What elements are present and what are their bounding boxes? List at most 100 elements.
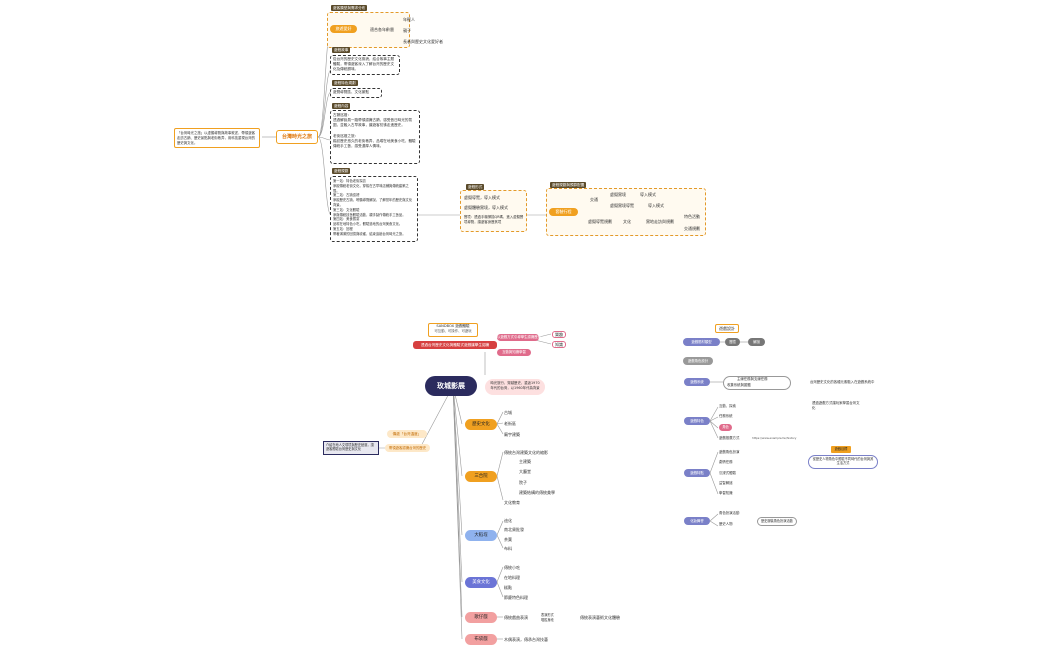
budget-b: 虛擬實境導覽 [610, 203, 634, 208]
branch-leaf: 節慶特色料理 [504, 595, 528, 600]
group-node[interactable]: 遊戲特色 [684, 417, 710, 425]
branch-leaf: 傳統戲曲表演 [504, 615, 528, 620]
audience-main-pill[interactable]: 旅遊愛好 [330, 25, 357, 33]
right-row-pill[interactable]: 遊戲題材類型 [683, 338, 720, 346]
group-box [723, 376, 791, 390]
branch-leaf: 布料 [504, 546, 512, 551]
right-header: 遊戲設計 [715, 324, 739, 333]
branch-leaf: 文化教育 [504, 500, 520, 505]
group-note: 台灣歷史文化的各種元素融入在遊戲系統中 [810, 380, 875, 384]
group-note: 歷史服裝角色扮演活動 [757, 517, 797, 526]
right-pill[interactable]: 互動與知識學習 [497, 349, 531, 356]
budget-c: 實地走訪與規劃 [646, 219, 674, 224]
branch-leaf: 建築結構的傳統美學 [519, 490, 555, 495]
audience-mid: 適合各年齡層 [370, 27, 394, 32]
budget-tail: 交通規劃 [684, 226, 700, 231]
budget-tag: 遊程規劃與預算配置 [550, 182, 587, 188]
center-note: 時光旅行，穿越歷史，重返1970年代的台灣，以1960年代為背景 [485, 379, 545, 395]
branch-leaf: 古城 [504, 410, 512, 415]
right-row-pill[interactable]: 解謎 [748, 338, 765, 346]
opera-note: 傳統表演藝術文化體驗 [580, 615, 620, 620]
branch-leaf: 在地料理 [504, 575, 520, 580]
opera-sub: 表演形式 [541, 613, 554, 617]
budget-a: 虛擬導覽規劃 [588, 219, 612, 224]
right-row-pill[interactable]: 冒險 [725, 338, 740, 346]
red-bar[interactable]: 透過台灣歷史文化與體驗式遊戲讓學生認識 [413, 341, 497, 349]
audience-leaf: 年輕人 [403, 17, 415, 22]
section-tag: 遊程故事 [332, 47, 351, 53]
format-item: 虛擬體驗實境，導入模式 [464, 205, 508, 210]
section-tag: 遊程特色規劃 [332, 80, 358, 86]
group-note: 透過遊戲方式讓玩家學習台灣文化 [812, 401, 860, 410]
group-item: 互動、探索 [719, 404, 736, 408]
branch-leaf: 傳統台灣建築文化的縮影 [504, 450, 548, 455]
right-pill[interactable]: 以遊戲方式引導學生認識歷史 [497, 334, 542, 341]
branch-leaf: 南北貨批發 [504, 527, 524, 532]
branch-node[interactable]: 大稻埕 [465, 530, 497, 541]
left-pill[interactable]: 傳遞「台灣溫度」 [387, 430, 427, 438]
group-item: 角色扮演活動 [719, 511, 740, 515]
section-tag: 遊程內容 [332, 103, 351, 109]
branch-leaf: 木偶表演，傳承台灣技藝 [504, 637, 548, 642]
right-sub-pill[interactable]: 遊戲角色設計 [683, 357, 713, 365]
content-box: 古蹟巡禮： 透過解說員一路帶領認識古蹟，感受昔日時光的氛圍，並融入古早故事，讓遊… [330, 110, 420, 164]
opera-sub: 唱腔身段 [541, 618, 554, 622]
branch-node[interactable]: 歌仔戲 [465, 612, 497, 623]
left-note: 介紹在地人文環境與歷史變遷，讓遊客體驗台灣歷史與文化 [323, 441, 379, 455]
section-tag: 遊程規劃 [332, 168, 351, 174]
group-badge: 遊戲目標 [831, 446, 851, 453]
root-node[interactable]: 台灣時光之旅 [276, 130, 318, 144]
right-pill-leaf: 樂趣 [552, 331, 566, 338]
section-tag: 遊客類型與需求分布 [331, 5, 368, 11]
budget-b: 虛擬實境 [610, 192, 626, 197]
group-item: 任務系統 [719, 414, 733, 418]
branch-node[interactable]: 布袋戲 [465, 634, 497, 645]
group-item: 主線任務與支線任務 [737, 377, 768, 381]
right-pill-leaf: 知識 [552, 341, 566, 348]
features-box: 遊覽導覽區、文化景點 [330, 88, 382, 98]
top-note: SANDBOX 遊戲體驗 可互動、可操作、可遊玩 [428, 323, 478, 337]
group-url[interactable]: https://www.example.tw/history [752, 436, 797, 440]
plan-box: 第一站：特色老街探訪 參觀傳統老街文化，穿梭在古早味店鋪與傳統建築之間。 第二站… [330, 176, 418, 242]
branch-leaf: 主建築 [519, 459, 531, 464]
group-item: 沉浸式體驗 [719, 471, 736, 475]
group-item: 歷史人物 [719, 522, 733, 526]
budget-b: 文化 [623, 219, 631, 224]
group-item-pill[interactable]: 角色 [719, 424, 732, 431]
format-item: 虛擬導覽，導入模式 [464, 195, 500, 200]
group-item: 遊戲角色扮演 [719, 450, 740, 454]
group-note: 從歷史人物角色中體驗不同時代的台灣與其生活方式 [808, 455, 878, 469]
group-node[interactable]: 遊戲特點 [684, 469, 710, 477]
budget-center-pill[interactable]: 套裝行程 [549, 208, 578, 216]
audience-leaf: 長者與歷史文化愛好者 [403, 39, 443, 44]
branch-leaf: 茶葉 [504, 537, 512, 542]
story-box: 從台灣的歷史文化風貌，結合故事主題體驗，帶領遊客深入了解台灣的歷史文化及傳統韻味… [330, 55, 400, 75]
audience-leaf: 親子 [403, 28, 411, 33]
group-node[interactable]: 遊戲系統 [684, 378, 710, 386]
group-item: 益智解謎 [719, 481, 733, 485]
left-pill[interactable]: 帶領遊客認識台灣的歷史 [385, 444, 430, 452]
branch-leaf: 傳統小吃 [504, 565, 520, 570]
budget-c: 導入模式 [648, 203, 664, 208]
branch-leaf: 迪化 [504, 518, 512, 523]
group-node[interactable]: 化妝舞會 [684, 517, 710, 525]
center-title[interactable]: 玫城影展 [425, 376, 477, 396]
budget-tail: 特色活動 [684, 214, 700, 219]
format-item: 實境：透過手機掃描QR碼，進入虛擬實境導覽，讓遊客身歷其境 [464, 215, 524, 224]
intro-note: 「台灣時光之旅」以虛擬導覽與故事敘述，帶領遊客走訪古蹟、歷史景點與老街巷弄，用科… [174, 128, 260, 149]
group-item: 學習知識 [719, 491, 733, 495]
branch-node[interactable]: 歷史文化 [465, 419, 497, 430]
branch-node[interactable]: 三合院 [465, 471, 497, 482]
budget-c: 導入模式 [640, 192, 656, 197]
format-tag: 遊程形式 [466, 184, 485, 190]
group-item: 遊戲推廣方式 [719, 436, 740, 440]
branch-leaf: 糕點 [504, 585, 512, 590]
format-box [460, 190, 527, 232]
budget-box [546, 188, 706, 236]
branch-leaf: 廟宇建築 [504, 432, 520, 437]
branch-leaf: 院子 [519, 480, 527, 485]
branch-leaf: 大廳堂 [519, 469, 531, 474]
budget-a: 交通 [590, 197, 598, 202]
branch-node[interactable]: 美食文化 [465, 577, 497, 588]
